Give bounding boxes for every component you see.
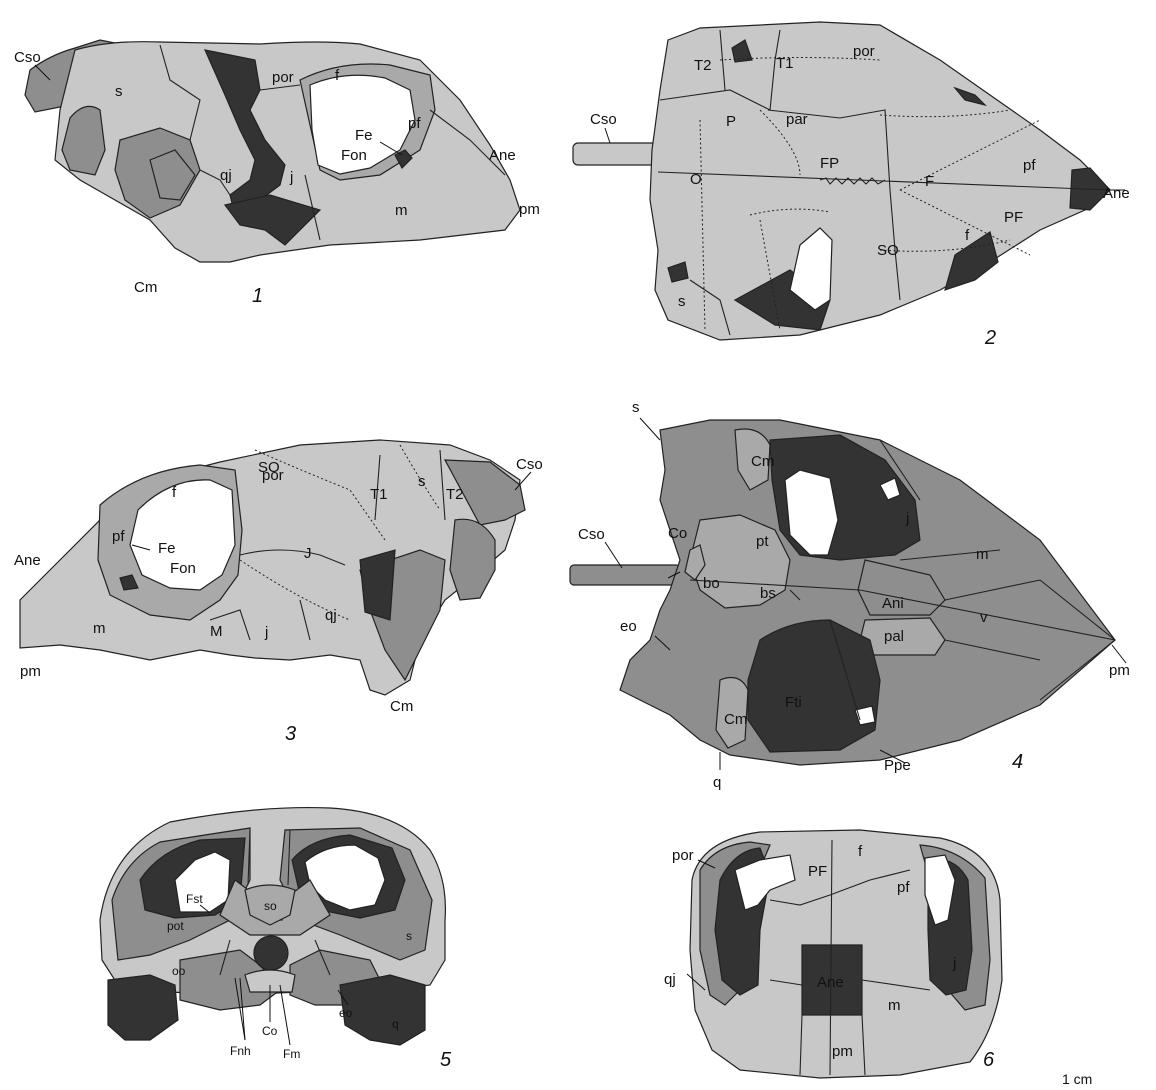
panel-6-label-pf-upper: PF: [808, 863, 827, 880]
panel-3-label-m-upper: M: [210, 623, 223, 640]
panel-6-label-ane: Ane: [817, 974, 844, 991]
panel-3-label-t1: T1: [370, 486, 388, 503]
panel-4-label-pal: pal: [884, 628, 904, 645]
panel-5-label-q: q: [392, 1017, 399, 1031]
panel-2-dorsal-view: T2 T1 por Cso P par FP O F pf Ane PF SO …: [573, 22, 1130, 349]
panel-3-label-cso: Cso: [516, 456, 543, 473]
panel-1-label-por: por: [272, 69, 294, 86]
panel-2-label-ane: Ane: [1103, 185, 1130, 202]
panel-1-lateral-view: Cso s por f pf Fe Fon Ane pm qj j m Cm 1: [14, 40, 540, 307]
panel-3-label-ane: Ane: [14, 552, 41, 569]
panel-3-label-qj: qj: [325, 607, 337, 624]
panel-1-label-pf: pf: [408, 115, 421, 132]
panel-4-label-j: j: [905, 510, 909, 527]
panel-4-label-m: m: [976, 546, 989, 563]
panel-6-label-qj: qj: [664, 971, 676, 988]
panel-5-label-s: s: [406, 929, 412, 943]
panel-2-label-fp: FP: [820, 155, 839, 172]
panel-6-label-j: j: [952, 955, 956, 972]
panel-4-number: 4: [1012, 751, 1023, 773]
panel-5-label-eo: eo: [339, 1006, 353, 1020]
panel-3-label-m: m: [93, 620, 106, 637]
panel-4-label-pt: pt: [756, 533, 769, 550]
panel-2-label-cso: Cso: [590, 111, 617, 128]
panel-5-number: 5: [440, 1049, 452, 1071]
panel-6-number: 6: [983, 1049, 995, 1071]
panel-3-label-j-upper: J: [304, 545, 312, 562]
panel-3-label-j: j: [264, 624, 268, 641]
panel-5-label-fm: Fm: [283, 1047, 300, 1061]
panel-5-occipital-view: Fst so pot s oo q eo Co Fm Fnh 5: [100, 808, 452, 1071]
panel-4-label-s: s: [632, 399, 640, 416]
panel-2-number: 2: [984, 327, 996, 349]
panel-5-label-fst: Fst: [186, 892, 203, 906]
panel-1-label-ane: Ane: [489, 147, 516, 164]
panel-1-label-cso: Cso: [14, 49, 41, 66]
panel-5-label-pot: pot: [167, 919, 184, 933]
panel-4-label-q: q: [713, 774, 721, 791]
panel-2-label-pf-upper: PF: [1004, 209, 1023, 226]
panel-2-label-t2: T2: [694, 57, 712, 74]
panel-1-label-s: s: [115, 83, 123, 100]
panel-1-label-fon: Fon: [341, 147, 367, 164]
panel-4-label-co: Co: [668, 525, 687, 542]
panel-2-label-s: s: [678, 293, 686, 310]
panel-4-label-v: v: [980, 609, 988, 626]
panel-3-number: 3: [285, 723, 296, 745]
panel-6-label-por: por: [672, 847, 694, 864]
panel-2-label-par: par: [786, 111, 808, 128]
panel-6-label-pf: pf: [897, 879, 910, 896]
panel-4-label-ppe: Ppe: [884, 757, 911, 774]
panel-3-label-fon: Fon: [170, 560, 196, 577]
panel-1-label-pm: pm: [519, 201, 540, 218]
panel-4-label-pm: pm: [1109, 662, 1130, 679]
panel-5-label-co: Co: [262, 1024, 278, 1038]
panel-3-label-cm: Cm: [390, 698, 413, 715]
panel-3-label-pm: pm: [20, 663, 41, 680]
panel-1-label-j: j: [289, 169, 293, 186]
panel-4-label-eo: eo: [620, 618, 637, 635]
panel-4-label-bs: bs: [760, 585, 776, 602]
panel-2-label-f-upper: F: [925, 173, 934, 190]
panel-1-number: 1: [252, 285, 263, 307]
panel-5-label-fnh: Fnh: [230, 1044, 251, 1058]
panel-2-label-so: SO: [877, 242, 899, 259]
panel-4-label-fti: Fti: [785, 694, 802, 711]
panel-1-label-fe: Fe: [355, 127, 373, 144]
panel-1-label-m: m: [395, 202, 408, 219]
panel-4-label-cm-upper: Cm: [751, 453, 774, 470]
panel-3-label-pf: pf: [112, 528, 125, 545]
panel-6-label-pm: pm: [832, 1043, 853, 1060]
panel-3-label-fe: Fe: [158, 540, 176, 557]
panel-3-lateral-view: SO por Cso f T1 s T2 pf Fe Ane Fon J m M…: [14, 440, 543, 745]
panel-2-label-p: P: [726, 113, 736, 130]
panel-4-ventral-view: s Cm j pt m Cso Co bo bs Ani v pal pm eo…: [570, 399, 1130, 791]
panel-4-label-cm-lower: Cm: [724, 711, 747, 728]
panel-2-label-t1: T1: [776, 55, 794, 72]
panel-2-label-por: por: [853, 43, 875, 60]
scale-bar-label: 1 cm: [1062, 1071, 1092, 1087]
panel-6-anterior-view: por PF f pf qj j Ane m pm 6: [664, 830, 1002, 1078]
panel-5-label-so: so: [264, 899, 277, 913]
panel-1-label-cm: Cm: [134, 279, 157, 296]
panel-1-label-qj: qj: [220, 167, 232, 184]
panel-2-label-pf: pf: [1023, 157, 1036, 174]
panel-3-label-t2: T2: [446, 486, 464, 503]
panel-5-label-oo: oo: [172, 964, 186, 978]
panel-3-label-por: por: [262, 467, 284, 484]
panel-6-label-m: m: [888, 997, 901, 1014]
panel-4-label-cso: Cso: [578, 526, 605, 543]
panel-4-label-ani: Ani: [882, 595, 904, 612]
panel-4-label-bo: bo: [703, 575, 720, 592]
panel-3-label-s: s: [418, 473, 426, 490]
panel-2-label-o: O: [690, 171, 702, 188]
